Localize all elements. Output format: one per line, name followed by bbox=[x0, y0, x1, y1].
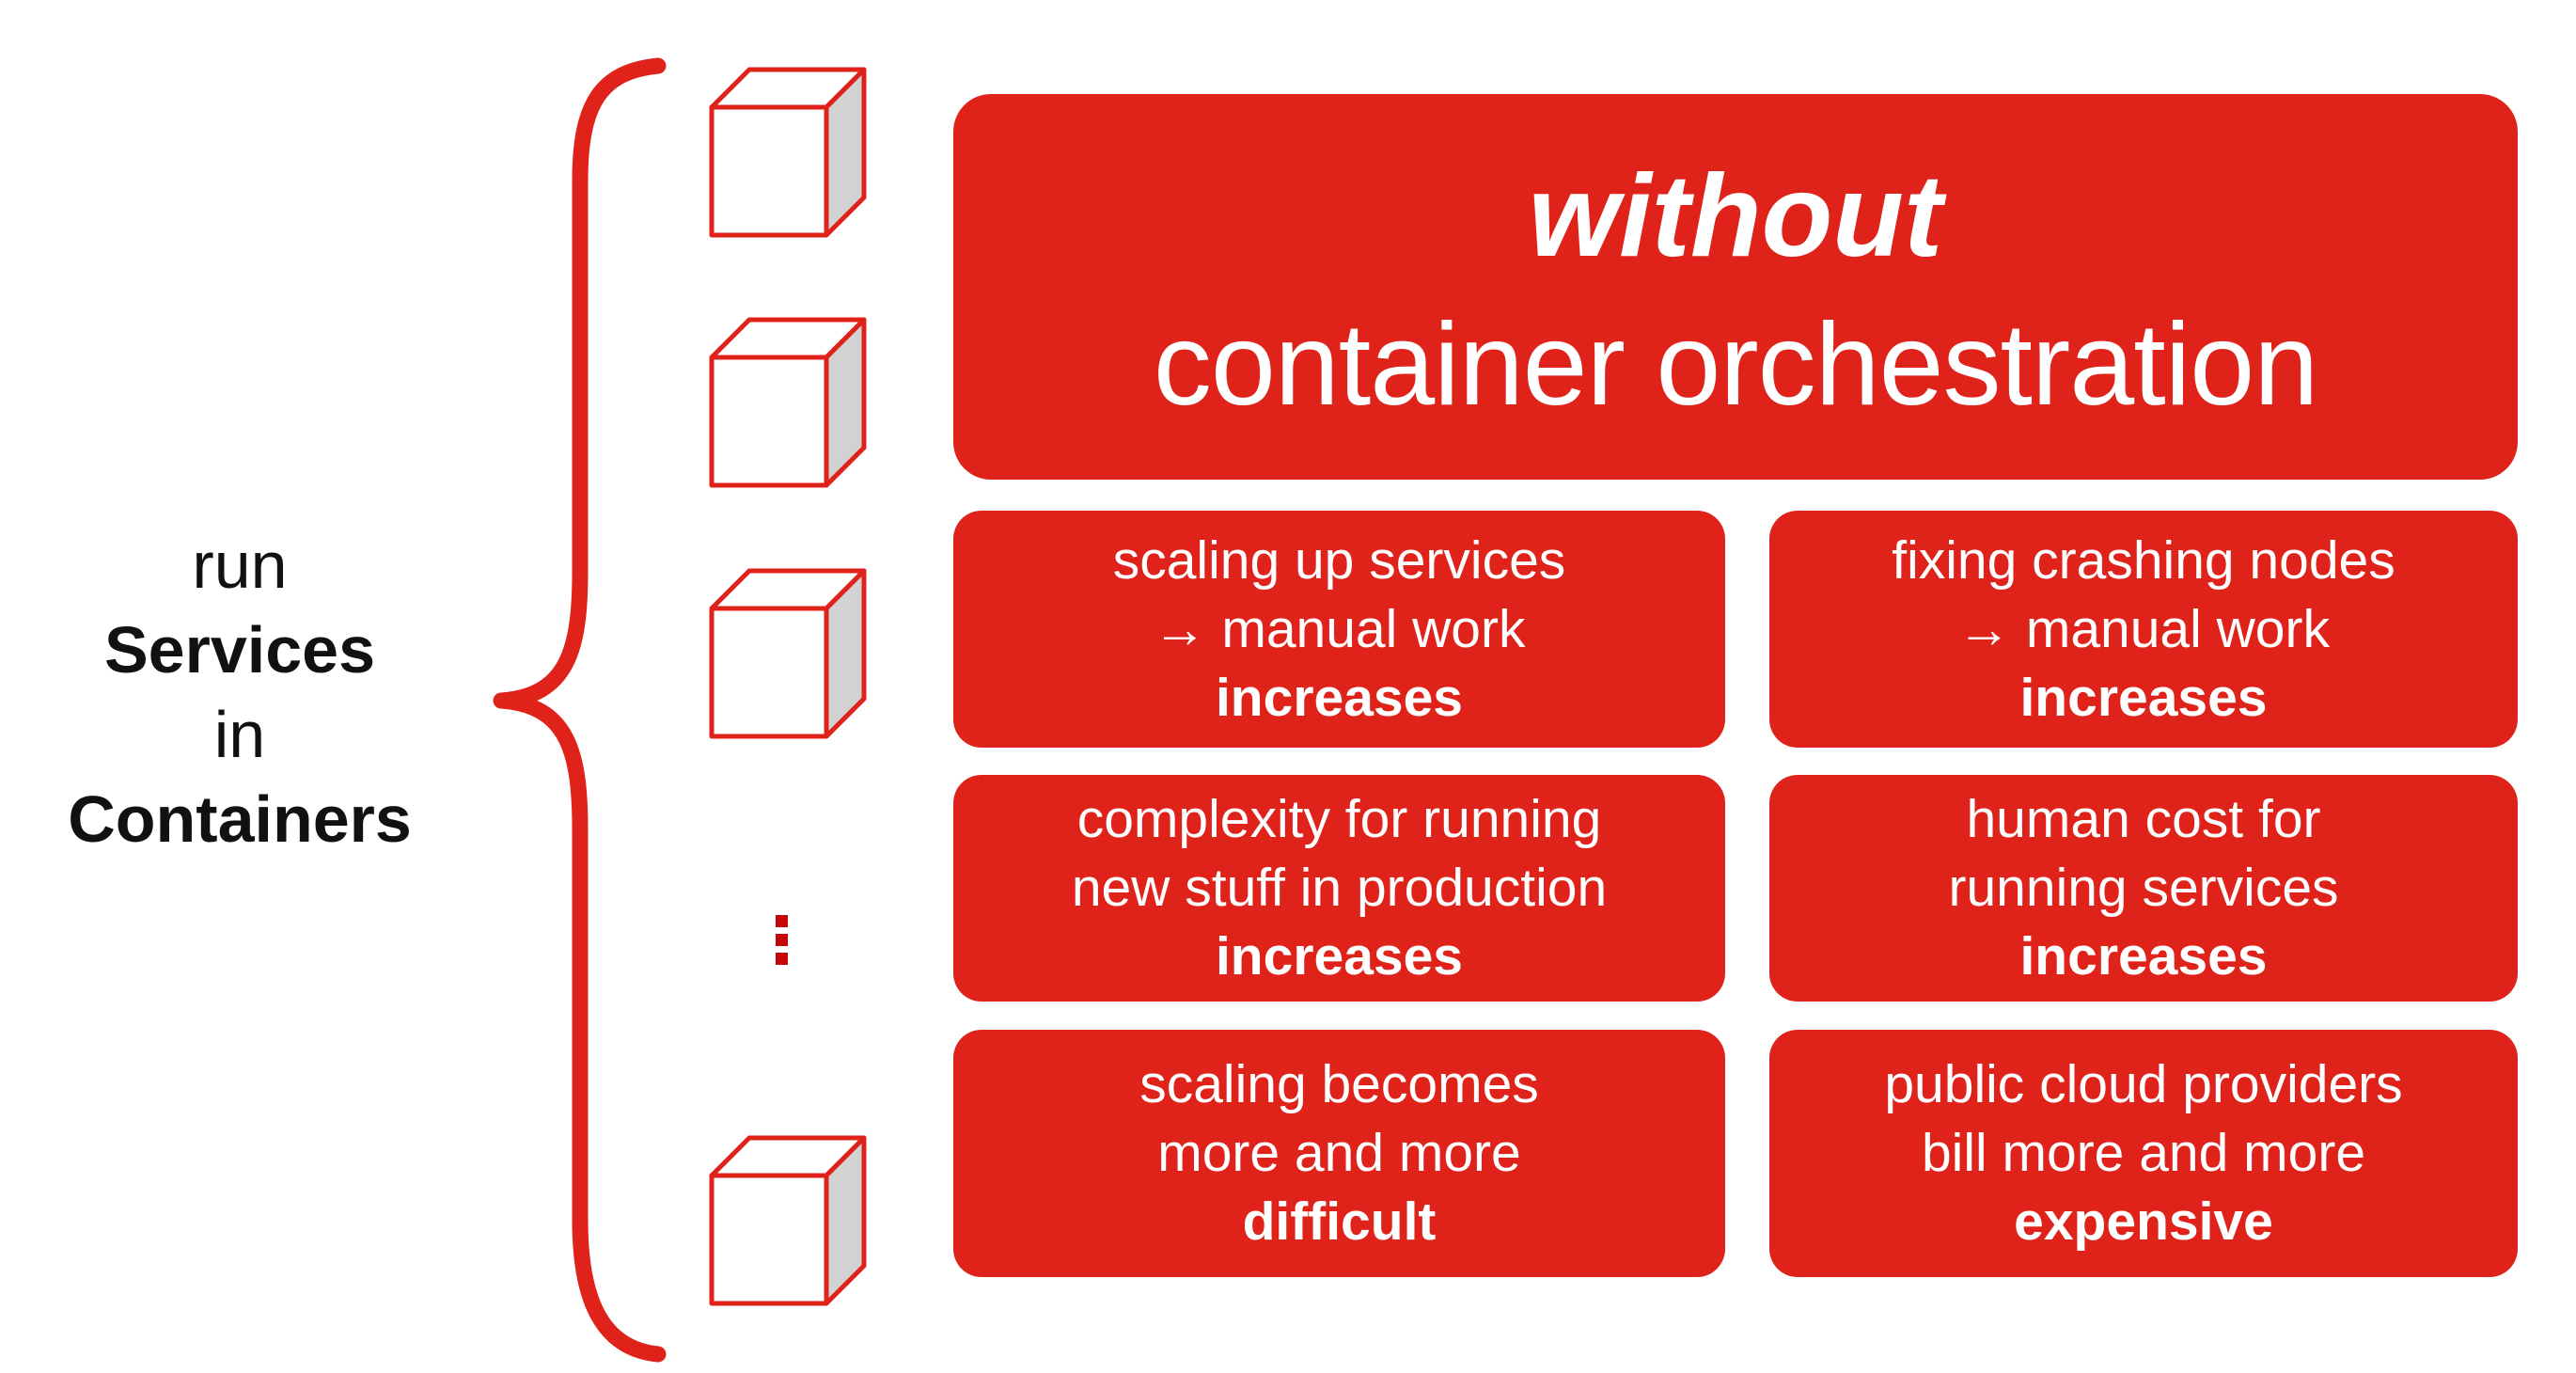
card-emphasis: increases bbox=[1215, 667, 1464, 728]
label-line-containers: Containers bbox=[68, 782, 412, 856]
consequence-card-scaling-difficult: scaling becomes more and more difficult bbox=[953, 1030, 1725, 1277]
label-line-run: run bbox=[192, 529, 288, 602]
card-line: more and more bbox=[1157, 1123, 1521, 1183]
card-line: running services bbox=[1948, 858, 2339, 918]
ellipsis-dot bbox=[776, 953, 788, 965]
card-line: public cloud providers bbox=[1884, 1054, 2403, 1114]
card-line: bill more and more bbox=[1921, 1123, 2366, 1183]
card-line: fixing crashing nodes bbox=[1892, 529, 2395, 591]
label-line-services: Services bbox=[103, 613, 376, 686]
title-subject: container orchestration bbox=[1153, 300, 2318, 430]
card-line: scaling becomes bbox=[1139, 1054, 1539, 1114]
left-curly-brace-icon bbox=[493, 57, 667, 1363]
container-cube-icon bbox=[709, 67, 867, 238]
card-line: human cost for bbox=[1966, 789, 2321, 849]
card-emphasis: difficult bbox=[1242, 1192, 1437, 1252]
card-line: scaling up services bbox=[1112, 529, 1566, 591]
card-line: new stuff in production bbox=[1071, 858, 1608, 918]
consequence-card-complexity: complexity for running new stuff in prod… bbox=[953, 775, 1725, 1002]
services-in-containers-label: run Services in Containers bbox=[14, 523, 465, 861]
container-cube-icon bbox=[709, 1135, 867, 1306]
card-line: complexity for running bbox=[1076, 789, 1602, 849]
card-line: → manual work bbox=[1153, 598, 1526, 659]
ellipsis-dot bbox=[776, 934, 788, 946]
consequence-card-crashing-nodes: fixing crashing nodes → manual work incr… bbox=[1769, 511, 2518, 748]
card-line: → manual work bbox=[1957, 598, 2330, 659]
card-emphasis: increases bbox=[1215, 926, 1464, 986]
container-cube-icon bbox=[709, 568, 867, 739]
consequence-card-human-cost: human cost for running services increase… bbox=[1769, 775, 2518, 1002]
title-emphasis: without bbox=[1528, 151, 1943, 281]
card-emphasis: increases bbox=[2019, 926, 2268, 986]
vertical-ellipsis-icon bbox=[776, 915, 788, 965]
without-orchestration-title-card: without container orchestration bbox=[953, 94, 2518, 480]
consequence-card-scaling-up: scaling up services → manual work increa… bbox=[953, 511, 1725, 748]
label-line-in: in bbox=[213, 698, 266, 771]
container-cube-icon bbox=[709, 317, 867, 488]
ellipsis-dot bbox=[776, 915, 788, 927]
card-emphasis: increases bbox=[2019, 667, 2268, 728]
consequence-card-cloud-bill: public cloud providers bill more and mor… bbox=[1769, 1030, 2518, 1277]
card-emphasis: expensive bbox=[2014, 1192, 2273, 1252]
